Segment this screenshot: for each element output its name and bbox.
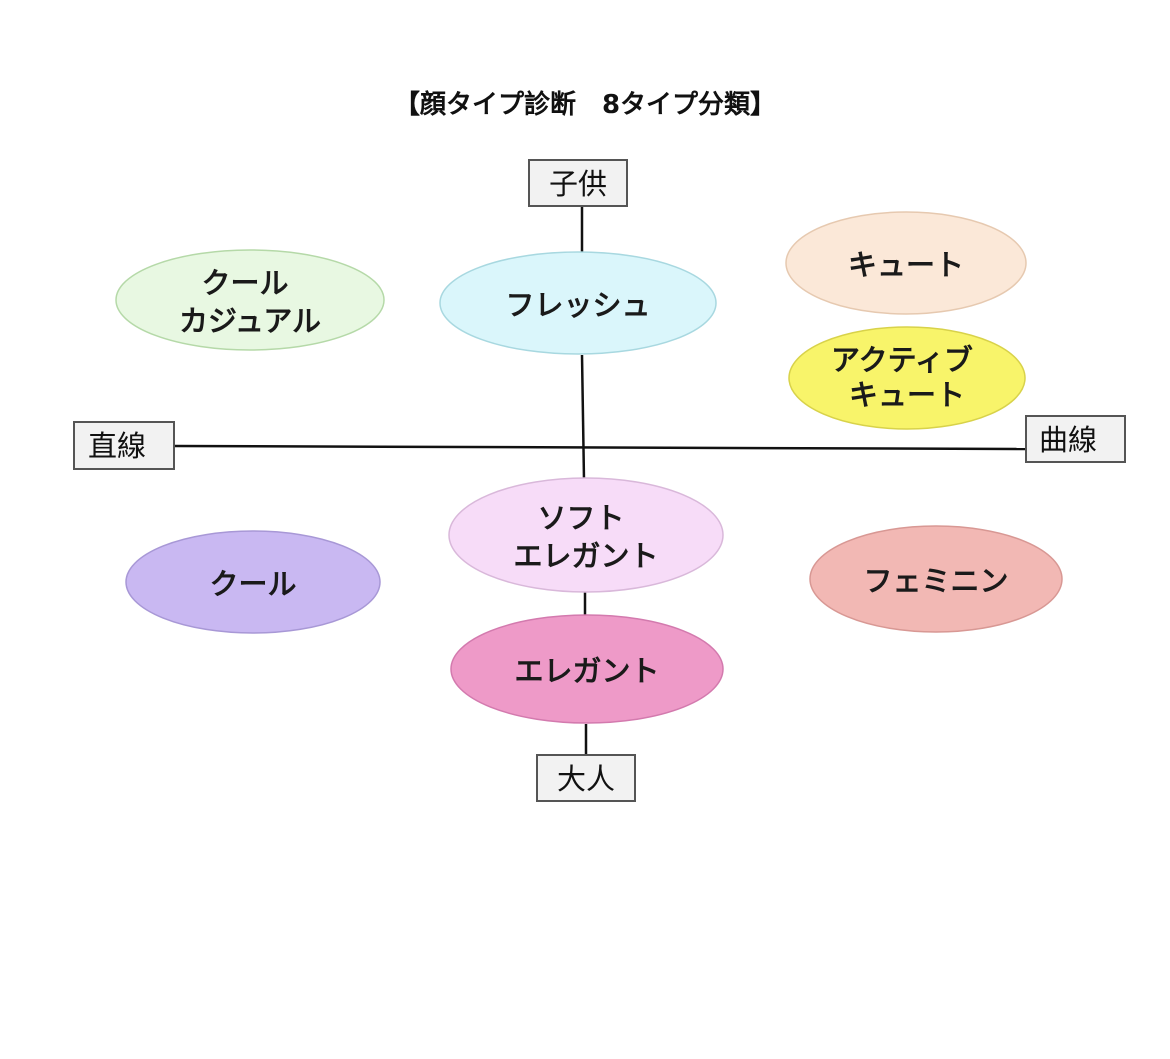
axis-line-vertical-upper [580, 354, 586, 481]
type-cool-casual: クール カジュアル [115, 249, 385, 351]
type-fresh: フレッシュ [439, 251, 717, 355]
type-feminine: フェミニン [809, 525, 1063, 633]
diagram-title: 【顔タイプ診断 8タイプ分類】 [394, 89, 776, 120]
type-feminine-label: フェミニン [863, 564, 1008, 598]
axis-label-top: 子供 [528, 159, 628, 207]
type-active-cute-label: アクティブ キュート [831, 343, 983, 412]
axis-line-horizontal [174, 444, 1026, 451]
type-elegant: エレガント [450, 614, 724, 724]
type-fresh-label: フレッシュ [505, 288, 650, 322]
axis-label-right: 曲線 [1025, 415, 1126, 463]
axis-label-bottom-text: 大人 [557, 762, 615, 796]
type-cool-label: クール [209, 567, 296, 601]
type-soft-elegant-label: ソフト エレガント [513, 501, 658, 573]
axis-label-right-text: 曲線 [1039, 423, 1097, 457]
axis-label-left-text: 直線 [88, 429, 146, 463]
type-elegant-label: エレガント [514, 654, 659, 688]
type-soft-elegant: ソフト エレガント [448, 477, 724, 593]
type-cool: クール [125, 530, 381, 634]
axis-label-bottom: 大人 [536, 754, 636, 802]
type-cute-label: キュート [848, 248, 964, 282]
type-cute: キュート [785, 211, 1027, 315]
type-cool-casual-label: クール カジュアル [179, 266, 321, 338]
axis-label-top-text: 子供 [549, 167, 607, 201]
axis-label-left: 直線 [73, 421, 175, 470]
type-active-cute: アクティブ キュート [788, 326, 1026, 430]
